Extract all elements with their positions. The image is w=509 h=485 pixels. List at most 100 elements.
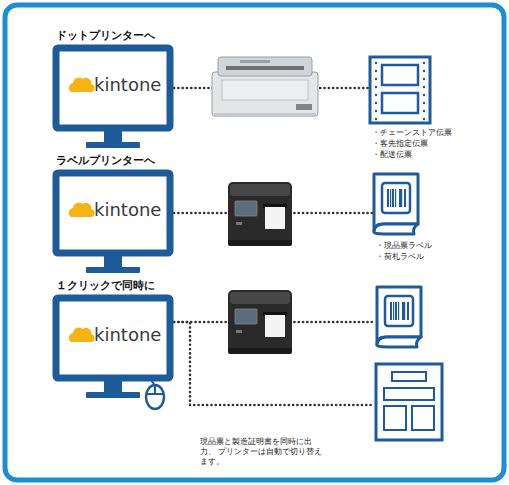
feed-hole <box>423 94 425 96</box>
barcode-bar <box>387 189 389 207</box>
printer-label <box>240 60 270 63</box>
monitor-neck <box>104 256 122 268</box>
label-printer <box>228 290 292 354</box>
barcode-bar <box>398 302 399 320</box>
monitor-node: １クリックで同時に kintone <box>52 278 174 402</box>
barcode-bar <box>401 189 402 207</box>
feed-hole <box>375 102 377 104</box>
form-icon: ・チェーンストア伝票・客先指定伝票・配送伝票 <box>368 55 478 161</box>
certificate-sheet <box>376 364 442 440</box>
label-icon <box>375 285 431 351</box>
monitor-neck <box>104 381 122 393</box>
certificate-field <box>384 388 434 400</box>
document-item: ・荷札ラベル <box>376 253 424 262</box>
row-heading: ドットプリンターへ <box>56 29 155 41</box>
barcode-bar <box>393 302 394 320</box>
printer-body <box>228 290 292 354</box>
monitor-base <box>86 142 140 148</box>
form-box <box>382 93 418 113</box>
printer-base <box>214 113 316 117</box>
certificate-title <box>392 372 426 381</box>
barcode-bar <box>390 302 392 320</box>
printer-screen <box>235 309 257 324</box>
feed-hole <box>375 62 377 64</box>
monitor-node: ドットプリンターへ kintone <box>52 28 174 152</box>
monitor-base <box>86 392 140 398</box>
monitor-node: ラベルプリンターへkintone <box>52 153 174 277</box>
printer-front <box>222 80 308 100</box>
caption-note: 現品票と製造証明書を同時に出力、 プリンターは自動で切り替えます。 <box>200 437 324 466</box>
frame-border <box>5 5 504 480</box>
form-box <box>382 65 418 85</box>
printer-screen <box>235 201 257 216</box>
printer-button <box>236 330 242 333</box>
barcode-bar <box>395 302 397 320</box>
document-item: ・客先指定伝票 <box>372 140 428 149</box>
printer-base <box>228 348 292 354</box>
printer-top <box>230 292 290 304</box>
feed-hole <box>423 118 425 120</box>
barcode-bar <box>404 189 406 207</box>
monitor-screen <box>56 173 170 253</box>
printer-base <box>228 240 292 246</box>
feed-hole <box>375 70 377 72</box>
app-name: kintone <box>94 75 161 96</box>
printer-top <box>230 184 290 196</box>
label-icon: ・現品票ラベル・荷札ラベル <box>372 172 472 266</box>
barcode-bar <box>404 302 405 320</box>
monitor-neck <box>104 131 122 143</box>
app-name: kintone <box>94 325 161 346</box>
document-item: ・チェーンストア伝票 <box>372 129 452 138</box>
node-outline <box>372 172 472 266</box>
monitor-screen <box>56 298 170 378</box>
kintone-logo <box>69 327 95 342</box>
kintone-logo <box>69 202 95 217</box>
paper-slot <box>226 66 304 70</box>
barcode-bar <box>399 189 401 207</box>
document-item: ・現品票ラベル <box>376 242 432 251</box>
feed-hole <box>423 78 425 80</box>
feed-hole <box>375 94 377 96</box>
printer-body <box>212 72 318 116</box>
form-sheet <box>370 57 430 123</box>
barcode-bar <box>390 189 391 207</box>
printed-label <box>265 315 285 337</box>
printer-panel <box>296 104 312 110</box>
feed-hole <box>423 86 425 88</box>
node-outline <box>375 285 431 351</box>
feed-hole <box>375 86 377 88</box>
certificate-field <box>384 406 406 430</box>
feed-hole <box>423 70 425 72</box>
mouse-split <box>154 385 156 394</box>
barcode-frame <box>382 183 410 213</box>
printed-label <box>265 207 285 229</box>
mouse-body <box>146 385 164 409</box>
app-name: kintone <box>94 200 161 221</box>
printer-top <box>218 57 312 76</box>
kintone-logo <box>69 77 95 92</box>
printer-body <box>228 182 292 246</box>
barcode-bar <box>402 302 404 320</box>
feed-hole <box>375 78 377 80</box>
dot-printer <box>212 57 318 117</box>
barcode-frame <box>385 296 413 326</box>
label-curl <box>377 337 421 347</box>
barcode-bar <box>395 189 396 207</box>
node-outline <box>374 362 446 444</box>
feed-hole <box>375 110 377 112</box>
feed-hole <box>423 62 425 64</box>
label-curl <box>374 224 418 234</box>
feed-hole <box>375 118 377 120</box>
barcode-bar <box>392 189 394 207</box>
label-printer <box>228 182 292 246</box>
feed-hole <box>423 102 425 104</box>
certificate-icon <box>374 362 446 444</box>
certificate-field <box>412 406 434 430</box>
printer-button <box>236 222 242 225</box>
monitor-base <box>86 267 140 273</box>
row-heading: １クリックで同時に <box>56 279 155 291</box>
monitor-screen <box>56 48 170 128</box>
feed-hole <box>423 110 425 112</box>
